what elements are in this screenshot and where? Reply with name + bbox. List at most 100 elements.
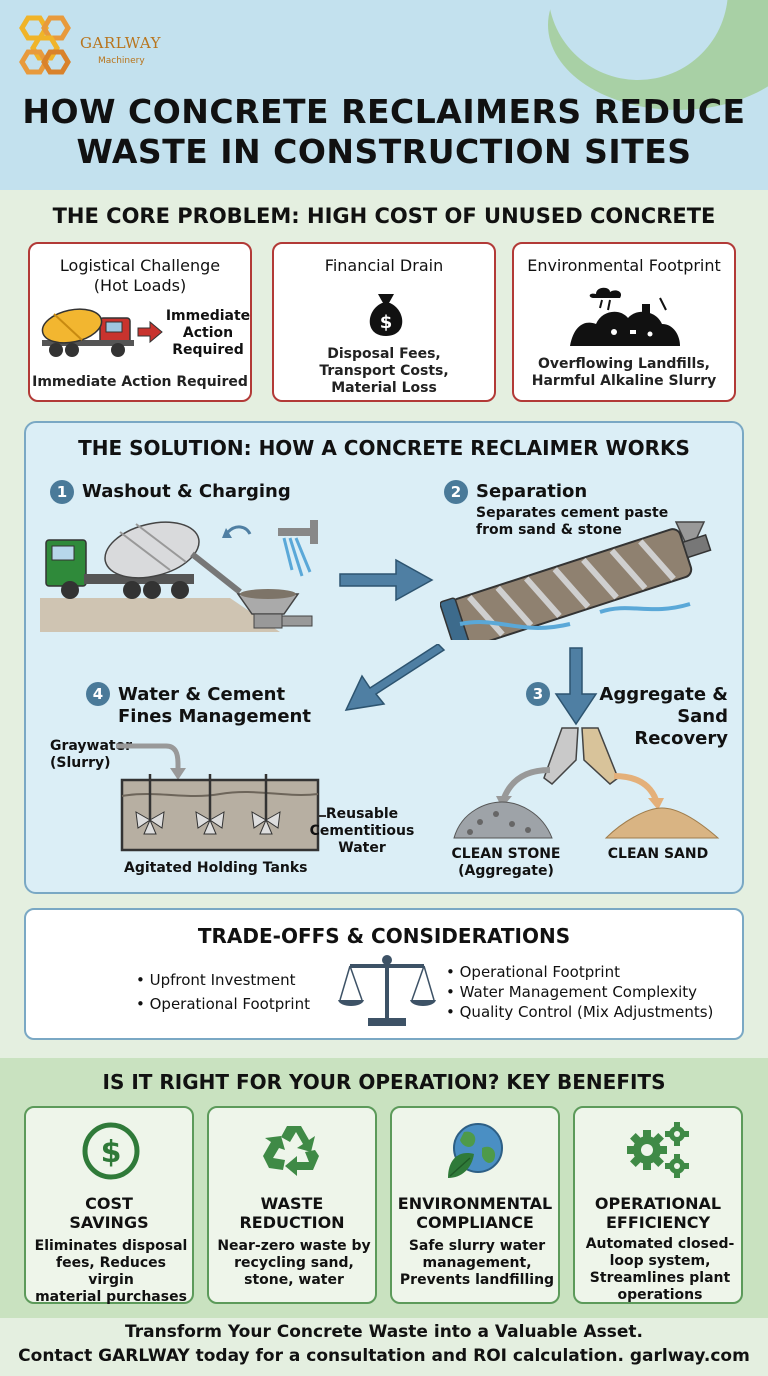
problem-heading: THE CORE PROBLEM: HIGH COST OF UNUSED CO… <box>52 204 716 228</box>
step-title: Aggregate & Sand Recovery <box>594 684 728 750</box>
tradeoffs-panel <box>24 908 744 1040</box>
clean-sand-label: CLEAN SAND <box>607 846 709 862</box>
action-label-line: Immediate <box>165 308 251 324</box>
benefit-text-line: Safe slurry water <box>408 1238 546 1254</box>
clean-stone-label: CLEAN STONE (Aggregate) <box>446 846 566 880</box>
brand-logo[interactable]: GARLWAY Machinery <box>14 12 170 78</box>
step-number-badge: 2 <box>444 480 468 504</box>
tradeoff-text: Water Management Complexity <box>459 983 698 1001</box>
tradeoff-item: • Operational Footprint <box>136 995 310 1013</box>
hexagon-logo-icon <box>19 15 71 75</box>
benefit-text-line: recycling sand, <box>234 1255 354 1271</box>
solution-heading: THE SOLUTION: HOW A CONCRETE RECLAIMER W… <box>78 436 690 460</box>
card-title: Environmental Footprint <box>527 256 721 275</box>
step-number-badge: 3 <box>526 682 550 706</box>
globe-leaf-icon <box>448 1123 503 1178</box>
benefit-text-line: operations <box>617 1287 703 1303</box>
step-title-line: Water & Cement <box>118 684 286 705</box>
step-title: Washout & Charging <box>82 481 291 502</box>
holding-tank-illustration <box>116 743 326 852</box>
dollar-symbol: $ <box>380 312 393 333</box>
problem-card-logistics: Logistical Challenge (Hot Loads) Immedia… <box>28 242 252 402</box>
step-number-badge: 1 <box>50 480 74 504</box>
tradeoff-item: • Operational Footprint <box>446 963 620 981</box>
flow-arrow-down-icon <box>554 647 598 726</box>
benefit-text-line: Streamlines plant <box>589 1270 731 1286</box>
benefit-title-line: ENVIRONMENTAL <box>397 1194 553 1213</box>
tradeoff-item: • Quality Control (Mix Adjustments) <box>446 1003 714 1021</box>
tradeoff-text: Upfront Investment <box>149 971 296 989</box>
tradeoff-text: Operational Footprint <box>459 963 620 981</box>
reusable-water-label: Reusable Cementitious Water <box>306 806 418 857</box>
dollar-symbol: $ <box>101 1135 122 1170</box>
benefits-heading: IS IT RIGHT FOR YOUR OPERATION? KEY BENE… <box>102 1070 666 1094</box>
graywater-line: (Slurry) <box>50 755 111 771</box>
reusable-water-line: Cementitious <box>309 823 415 839</box>
card-caption: Immediate Action Required <box>32 374 248 390</box>
benefit-text-line: management, <box>422 1255 532 1271</box>
screw-separator-illustration <box>440 521 712 640</box>
step-description-line: Separates cement paste <box>476 505 669 521</box>
benefit-text-line: Automated closed- <box>585 1236 735 1252</box>
card-text-line: Material Loss <box>331 380 437 396</box>
benefit-text-line: material purchases <box>35 1289 187 1305</box>
benefit-text: Near-zero waste by recycling sand, stone… <box>215 1238 373 1289</box>
brand-sub: Machinery <box>98 56 145 66</box>
footer-contact-link[interactable]: Contact GARLWAY today for a consultation… <box>18 1346 750 1366</box>
title-line: WASTE IN CONSTRUCTION SITES <box>76 132 692 171</box>
footer-cta: Transform Your Concrete Waste into a Val… <box>0 1320 768 1368</box>
benefit-title: COST SAVINGS <box>26 1194 192 1232</box>
step-number-badge: 4 <box>86 682 110 706</box>
gears-icon <box>627 1122 689 1178</box>
benefit-title-line: WASTE <box>260 1194 324 1213</box>
card-text: Disposal Fees, Transport Costs, Material… <box>274 346 494 397</box>
card-title: Logistical Challenge (Hot Loads) <box>30 256 250 296</box>
graywater-line: Graywater <box>50 738 133 754</box>
benefit-title: ENVIRONMENTAL COMPLIANCE <box>392 1194 558 1232</box>
action-label-line: Required <box>172 342 244 358</box>
step-description-line: from sand & stone <box>476 522 622 538</box>
step-title-line: Aggregate & <box>599 684 728 705</box>
mixer-truck-icon <box>41 308 163 357</box>
money-bag-icon: $ <box>369 294 403 336</box>
benefit-card-environmental: ENVIRONMENTAL COMPLIANCE Safe slurry wat… <box>390 1106 560 1304</box>
tradeoff-text: Operational Footprint <box>149 995 310 1013</box>
footer-line: Transform Your Concrete Waste into a Val… <box>125 1322 643 1342</box>
benefit-text-line: fees, Reduces virgin <box>56 1255 166 1288</box>
action-label-line: Action <box>182 325 234 341</box>
benefit-text: Safe slurry water management, Prevents l… <box>398 1238 556 1289</box>
recycle-icon <box>263 1126 319 1176</box>
card-title-line: Logistical Challenge <box>59 256 221 275</box>
action-label: Immediate Action Required <box>162 308 254 359</box>
benefit-title-line: COMPLIANCE <box>416 1213 534 1232</box>
tradeoff-item: • Upfront Investment <box>136 971 296 989</box>
benefit-card-cost: $ COST SAVINGS Eliminates disposal fees,… <box>24 1106 194 1305</box>
card-title-line: (Hot Loads) <box>93 276 187 295</box>
card-text-line: Disposal Fees, <box>327 346 441 362</box>
clean-stone-line: (Aggregate) <box>458 863 554 879</box>
card-text: Overflowing Landfills, Harmful Alkaline … <box>514 356 734 390</box>
benefit-title-line: COST <box>85 1194 133 1213</box>
step-title-line: Sand Recovery <box>634 706 728 749</box>
step-title-line: Fines Management <box>118 706 311 727</box>
aggregate-sand-recovery-illustration <box>453 727 720 839</box>
benefit-text-line: Near-zero waste by <box>217 1238 371 1254</box>
benefit-text-line: loop system, <box>609 1253 711 1269</box>
benefit-text-line: Eliminates disposal <box>34 1238 188 1254</box>
washout-truck-illustration <box>40 520 318 632</box>
flow-arrow-down-left-icon <box>344 644 446 711</box>
reusable-water-line: Reusable <box>325 806 399 822</box>
benefit-text-line: stone, water <box>244 1272 344 1288</box>
graywater-label: Graywater (Slurry) <box>50 738 132 772</box>
header-banner <box>0 0 768 190</box>
benefit-title-line: OPERATIONAL <box>594 1194 722 1213</box>
card-text-line: Harmful Alkaline Slurry <box>531 373 717 389</box>
benefit-text: Automated closed- loop system, Streamlin… <box>581 1236 739 1304</box>
brand-name: GARLWAY <box>80 34 162 52</box>
landfill-icon <box>570 287 680 346</box>
card-title: Financial Drain <box>324 256 444 275</box>
card-text-line: Transport Costs, <box>319 363 449 379</box>
step-title: Water & Cement Fines Management <box>118 684 311 728</box>
tanks-caption: Agitated Holding Tanks <box>124 860 308 876</box>
